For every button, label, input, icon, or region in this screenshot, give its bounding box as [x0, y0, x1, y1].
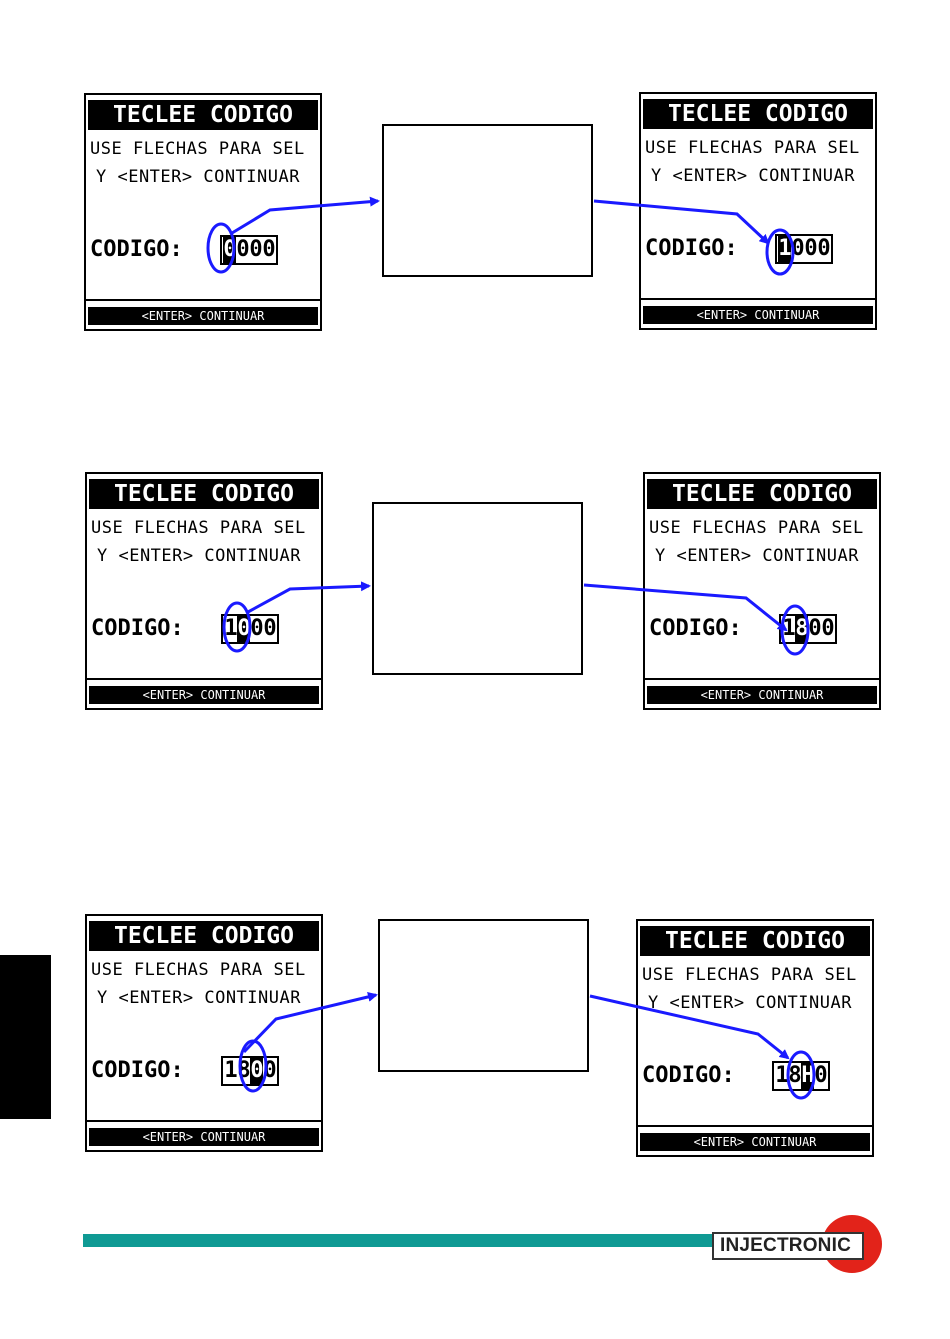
selected-code-digit: H [801, 1063, 815, 1089]
selected-code-digit: 0 [250, 1058, 264, 1084]
footer-bar: <ENTER> CONTINUAR [643, 306, 873, 324]
logo-text: INJECTRONIC [712, 1232, 864, 1260]
lcd-screen-6: TECLEE CODIGO USE FLECHAS PARA SEL Y <EN… [636, 919, 874, 1157]
code-input[interactable]: 1000 [221, 614, 279, 644]
keypad-placeholder-1 [382, 124, 593, 277]
screen-title: TECLEE CODIGO [643, 99, 873, 129]
arrow-to-result [593, 199, 770, 245]
arrow-to-keypad [231, 196, 380, 235]
code-label: CODIGO: [90, 237, 183, 262]
selection-ellipse [786, 1050, 816, 1100]
code-digit: 8 [788, 1063, 801, 1088]
selection-ellipse [238, 1039, 268, 1093]
selected-code-digit: 0 [237, 616, 251, 642]
instruction-line-2: Y <ENTER> CONTINUAR [655, 546, 859, 566]
arrow-to-result [589, 994, 790, 1060]
instruction-line-1: USE FLECHAS PARA SEL [642, 965, 857, 985]
instruction-line-2: Y <ENTER> CONTINUAR [97, 988, 301, 1008]
instruction-line-2: Y <ENTER> CONTINUAR [96, 167, 300, 187]
divider [87, 678, 321, 680]
lcd-screen-1: TECLEE CODIGO USE FLECHAS PARA SEL Y <EN… [84, 93, 322, 331]
selection-ellipse [765, 228, 795, 276]
footer-bar: <ENTER> CONTINUAR [647, 686, 877, 704]
divider [86, 299, 320, 301]
divider [87, 1120, 321, 1122]
lcd-screen-5: TECLEE CODIGO USE FLECHAS PARA SEL Y <EN… [85, 914, 323, 1152]
code-digit: 0 [817, 236, 830, 261]
code-digit: 0 [250, 616, 263, 641]
instruction-line-1: USE FLECHAS PARA SEL [91, 960, 306, 980]
selection-ellipse [222, 601, 252, 653]
instruction-line-2: Y <ENTER> CONTINUAR [648, 993, 852, 1013]
code-digit: 0 [791, 236, 804, 261]
code-digit: 0 [236, 237, 249, 262]
footer-bar: <ENTER> CONTINUAR [89, 686, 319, 704]
code-input[interactable]: 1000 [775, 234, 833, 264]
arrow-to-keypad [247, 581, 371, 614]
code-input[interactable]: 18H0 [772, 1061, 830, 1091]
code-digit: 0 [821, 616, 834, 641]
code-digit: 0 [263, 616, 276, 641]
code-label: CODIGO: [91, 616, 184, 641]
screen-title: TECLEE CODIGO [88, 100, 318, 130]
code-digit: 0 [814, 1063, 827, 1088]
code-digit: 0 [804, 236, 817, 261]
code-digit: 0 [249, 237, 262, 262]
keypad-placeholder-3 [378, 919, 589, 1072]
code-input[interactable]: 1800 [779, 614, 837, 644]
code-label: CODIGO: [649, 616, 742, 641]
code-label: CODIGO: [645, 236, 738, 261]
footer-bar: <ENTER> CONTINUAR [88, 307, 318, 325]
instruction-line-1: USE FLECHAS PARA SEL [645, 138, 860, 158]
code-digit: 1 [224, 1058, 237, 1083]
code-digit: 0 [262, 237, 275, 262]
divider [638, 1125, 872, 1127]
lcd-screen-4: TECLEE CODIGO USE FLECHAS PARA SEL Y <EN… [643, 472, 881, 710]
keypad-placeholder-2 [372, 502, 583, 675]
code-digit: 1 [224, 616, 237, 641]
screen-title: TECLEE CODIGO [89, 921, 319, 951]
footer-band [83, 1234, 723, 1247]
side-tab [0, 955, 51, 1119]
code-label: CODIGO: [642, 1063, 735, 1088]
instruction-line-2: Y <ENTER> CONTINUAR [651, 166, 855, 186]
selection-ellipse [206, 222, 236, 274]
selected-code-digit: 8 [795, 616, 809, 642]
code-digit: 1 [775, 1063, 788, 1088]
selected-code-digit: 1 [778, 236, 792, 262]
instruction-line-1: USE FLECHAS PARA SEL [91, 518, 306, 538]
code-label: CODIGO: [91, 1058, 184, 1083]
divider [645, 678, 879, 680]
instruction-line-1: USE FLECHAS PARA SEL [90, 139, 305, 159]
divider [641, 298, 875, 300]
screen-title: TECLEE CODIGO [647, 479, 877, 509]
lcd-screen-2: TECLEE CODIGO USE FLECHAS PARA SEL Y <EN… [639, 92, 877, 330]
selection-ellipse [780, 604, 810, 656]
arrow-to-keypad [242, 992, 378, 1054]
screen-title: TECLEE CODIGO [89, 479, 319, 509]
code-digit: 0 [808, 616, 821, 641]
injectronic-logo: INJECTRONIC [712, 1215, 882, 1273]
footer-bar: <ENTER> CONTINUAR [89, 1128, 319, 1146]
arrow-to-result [583, 583, 788, 632]
screen-title: TECLEE CODIGO [640, 926, 870, 956]
footer-bar: <ENTER> CONTINUAR [640, 1133, 870, 1151]
code-input[interactable]: 1800 [221, 1056, 279, 1086]
instruction-line-2: Y <ENTER> CONTINUAR [97, 546, 301, 566]
instruction-line-1: USE FLECHAS PARA SEL [649, 518, 864, 538]
